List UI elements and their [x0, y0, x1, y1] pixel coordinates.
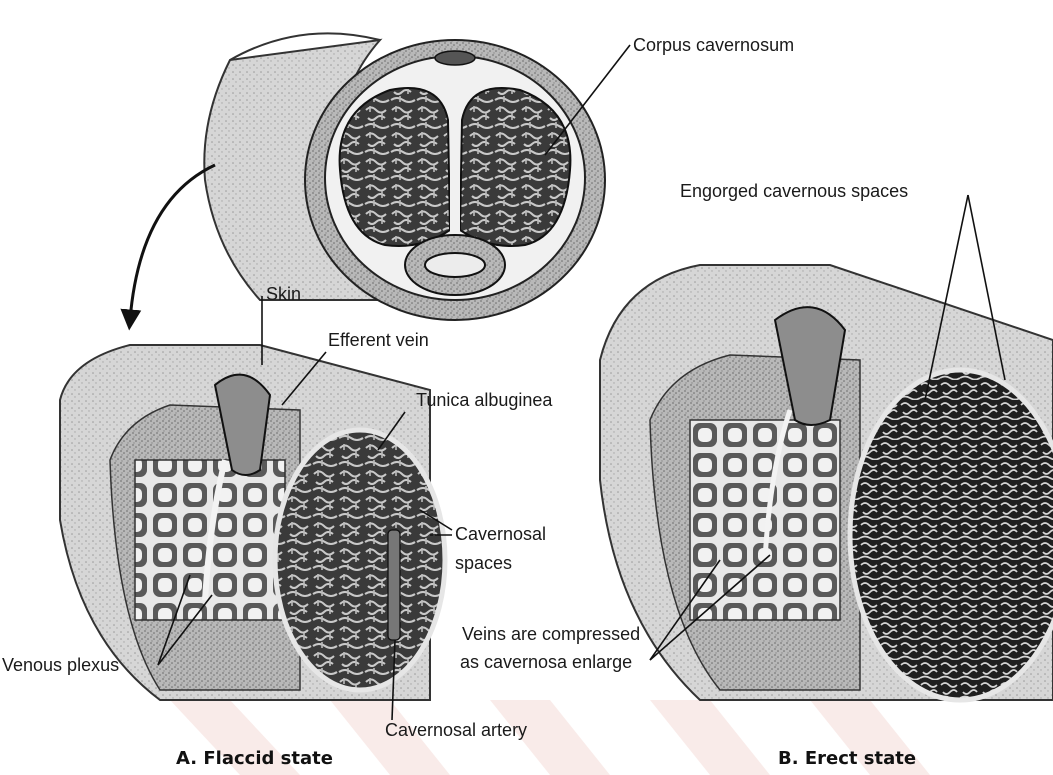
label-tunica-albuginea: Tunica albuginea	[416, 390, 553, 410]
label-veins-compressed-1: Veins are compressed	[462, 624, 640, 644]
transition-arrow	[130, 165, 215, 320]
label-cavernosal-artery: Cavernosal artery	[385, 720, 527, 740]
label-corpus-cavernosum: Corpus cavernosum	[633, 35, 794, 55]
flaccid-illustration	[60, 345, 445, 700]
label-veins-compressed-2: as cavernosa enlarge	[460, 652, 632, 672]
label-cavernosal-spaces-1: Cavernosal	[455, 524, 546, 544]
label-skin: Skin	[266, 284, 301, 304]
caption-erect-state: B. Erect state	[778, 748, 916, 769]
label-efferent-vein: Efferent vein	[328, 330, 429, 350]
label-cavernosal-spaces-2: spaces	[455, 553, 512, 573]
caption-flaccid-state: A. Flaccid state	[176, 748, 333, 769]
label-engorged-cavernous-spaces: Engorged cavernous spaces	[680, 181, 908, 201]
cross-section-illustration	[204, 33, 605, 320]
label-venous-plexus: Venous plexus	[2, 655, 119, 675]
